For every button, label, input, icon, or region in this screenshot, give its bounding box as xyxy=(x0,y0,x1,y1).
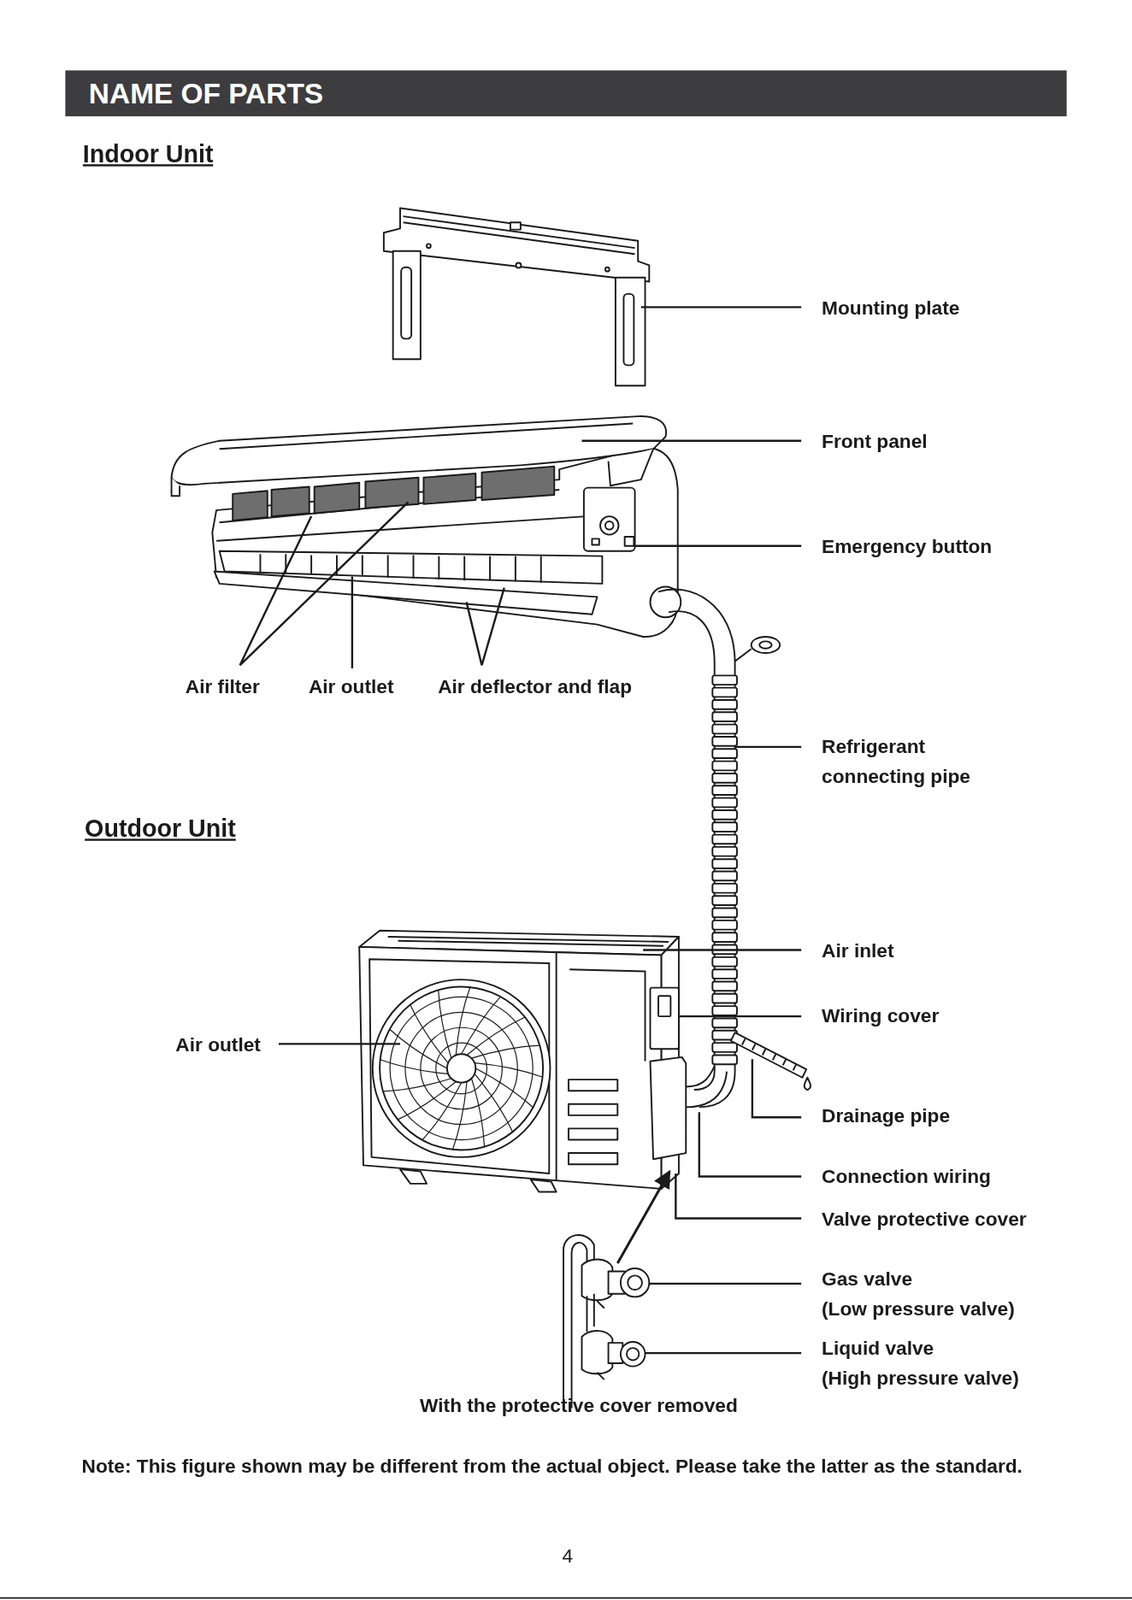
leader-lines xyxy=(240,306,802,1354)
pipe-rib xyxy=(712,969,737,979)
pipe-rib xyxy=(712,822,737,832)
pipe-rib xyxy=(712,700,737,710)
pipe-rib xyxy=(712,1006,737,1016)
section-heading: Indoor Unit xyxy=(82,138,214,169)
pipe-rib xyxy=(712,908,737,919)
part-label: Mounting plate xyxy=(821,292,960,323)
part-label: Air deflector and flap xyxy=(437,671,632,702)
pipe-rib xyxy=(712,835,737,845)
section-heading: Outdoor Unit xyxy=(84,813,236,844)
grill-spoke xyxy=(383,1078,452,1092)
pipe-rib xyxy=(712,675,737,685)
pipe-rib xyxy=(712,896,737,906)
front-panel-drawing xyxy=(171,416,667,496)
pipe-rib xyxy=(712,773,737,784)
pipe-rib xyxy=(712,712,737,722)
grill-spoke xyxy=(471,1078,484,1148)
grill-ring xyxy=(405,1012,518,1125)
title-band: NAME OF PARTS xyxy=(64,70,1067,117)
valves-drawing xyxy=(563,1235,649,1410)
grill-spoke xyxy=(474,1063,543,1079)
page-number: 4 xyxy=(561,1540,573,1571)
pipe-rib xyxy=(712,957,737,967)
outdoor-unit-drawing xyxy=(359,931,727,1193)
part-label: Connection wiring xyxy=(821,1161,991,1191)
pipe-rib xyxy=(712,798,737,808)
pipe-rib xyxy=(712,1018,737,1028)
grill-spoke xyxy=(471,1045,540,1059)
part-label: Wiring cover xyxy=(821,1001,939,1032)
grill-spoke xyxy=(474,1073,513,1132)
pointer-arrow xyxy=(617,1172,670,1264)
grill-spoke xyxy=(466,1017,525,1056)
pipe-rib xyxy=(712,688,737,698)
part-label: Front panel xyxy=(821,425,928,456)
part-label: Valve protective cover xyxy=(821,1203,1027,1234)
pipe-rib xyxy=(712,884,737,894)
part-label: With the protective cover removed xyxy=(419,1391,738,1421)
grill-spoke xyxy=(410,1005,449,1064)
pipe-rib xyxy=(712,982,737,992)
pipe-rib xyxy=(712,736,737,747)
part-label: Air filter xyxy=(185,671,260,702)
grill-spoke xyxy=(452,1081,467,1150)
mounting-plate-drawing xyxy=(383,208,649,387)
note-text: Note: This figure shown may be different… xyxy=(82,1451,1037,1483)
grill-spoke xyxy=(475,1068,533,1109)
pipe-rib xyxy=(712,810,737,820)
pipe-rib xyxy=(712,920,737,931)
grill-spoke xyxy=(422,1083,462,1141)
part-label: Air outlet xyxy=(308,671,395,702)
grill-spoke xyxy=(397,1081,456,1120)
grill-ring xyxy=(436,1043,488,1095)
page-edge xyxy=(0,1597,1132,1600)
drainage-pipe-drawing xyxy=(731,1032,811,1091)
pipe-rib xyxy=(712,994,737,1004)
wrap-spacer xyxy=(959,1264,1059,1286)
part-label: Air inlet xyxy=(821,935,894,966)
pipe-rib xyxy=(712,1055,737,1065)
part-label: Gas valve (Low pressure valve) xyxy=(821,1264,1059,1324)
page-title: NAME OF PARTS xyxy=(88,77,324,110)
part-label: Drainage pipe xyxy=(821,1101,950,1132)
grill-spoke xyxy=(438,990,452,1059)
pipe-rib xyxy=(712,1043,737,1053)
wrap-spacer xyxy=(959,1333,1059,1355)
part-label: Air outlet xyxy=(175,1029,261,1060)
pipe-rib xyxy=(712,859,737,869)
pipe-rib xyxy=(712,761,737,772)
pipe-rib xyxy=(712,847,737,857)
grill-spoke xyxy=(389,1029,448,1069)
grill-spoke xyxy=(455,987,471,1056)
part-label: Liquid valve (High pressure valve) xyxy=(821,1333,1059,1393)
pipe-rib xyxy=(712,748,737,759)
part-label: Emergency button xyxy=(821,530,992,561)
grill-spoke xyxy=(461,996,502,1055)
grill-spoke xyxy=(380,1060,449,1075)
pipe-rib xyxy=(712,932,737,943)
part-label: Refrigerant connecting pipe xyxy=(821,731,991,791)
pipe-rib xyxy=(712,872,737,882)
grill-ring xyxy=(420,1027,503,1110)
pipe-rib xyxy=(712,785,737,796)
pipe-rib xyxy=(712,725,737,735)
